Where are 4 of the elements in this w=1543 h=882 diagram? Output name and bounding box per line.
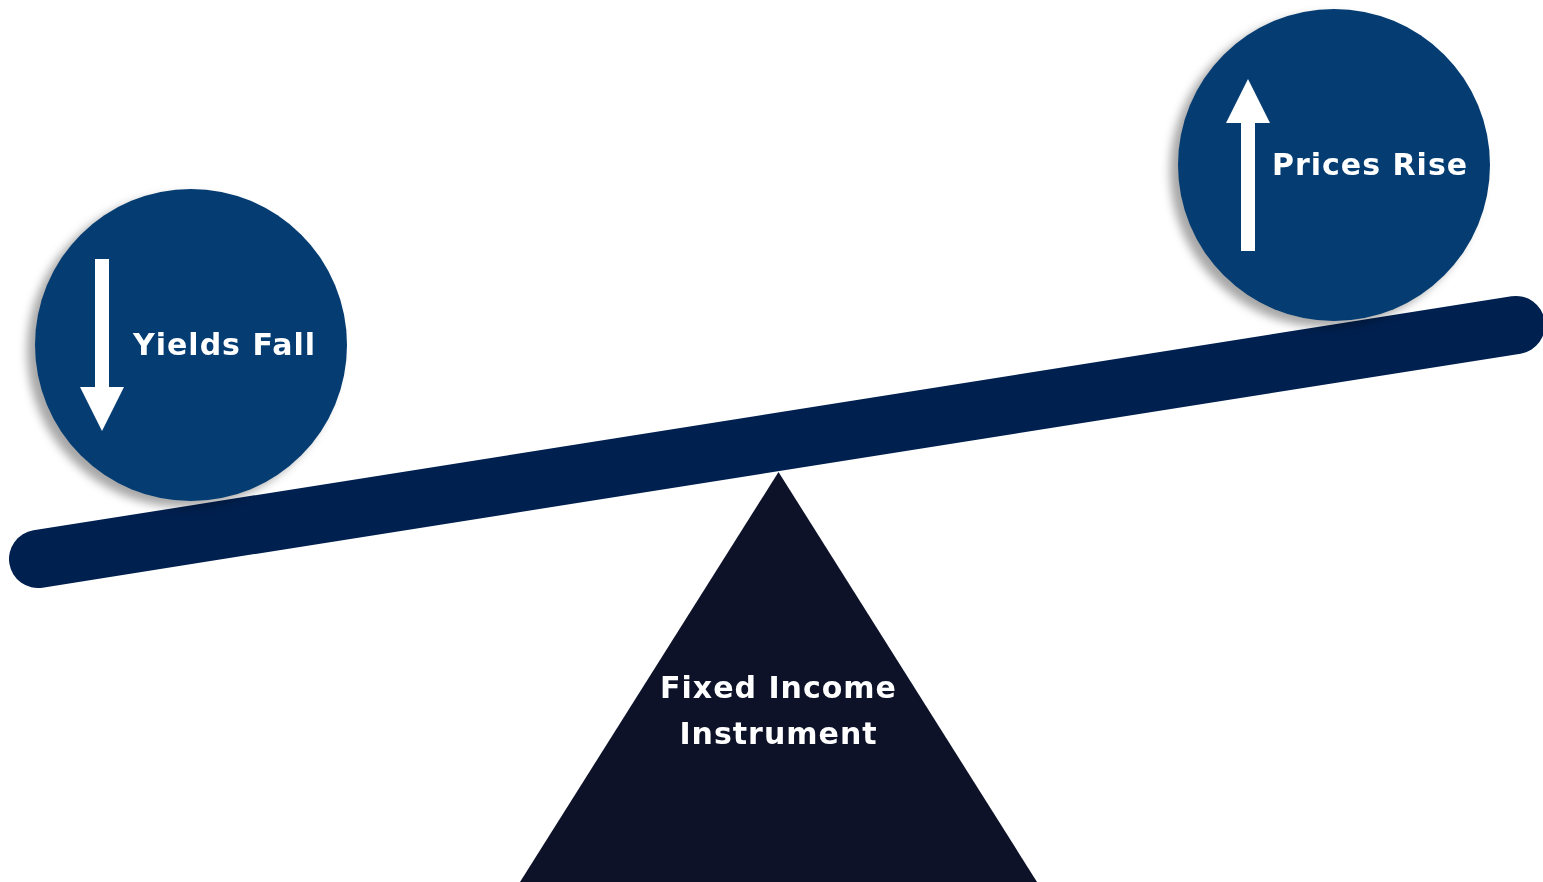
node-label: Fixed Income Instrument (659, 669, 898, 753)
fulcrum-triangle (520, 472, 1037, 882)
node-label: Yields Fall (133, 326, 316, 364)
node-label: Prices Rise (1272, 146, 1469, 184)
